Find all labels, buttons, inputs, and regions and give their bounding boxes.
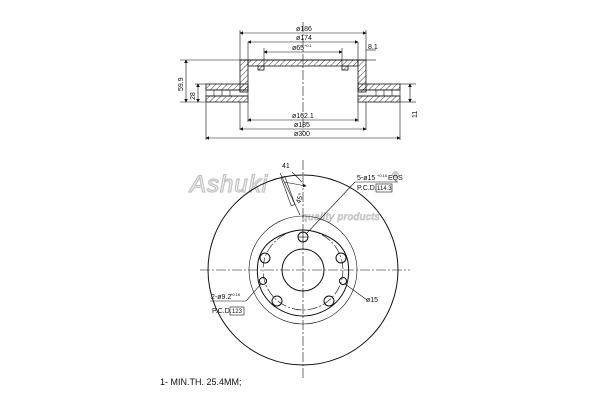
brand-watermark: Ashuki quality products ® xyxy=(187,170,399,224)
side-section-view: ø186 ø174 ø65 +0.1 8.1 59.9 28 11 xyxy=(178,22,419,140)
brand-registered-mark: ® xyxy=(392,170,399,180)
pilot-holes xyxy=(259,277,347,285)
brand-tagline: quality products xyxy=(302,212,380,223)
bolt-hole xyxy=(335,252,347,264)
pcd-value-bolts: 114.3 xyxy=(377,186,392,192)
bolt-holes-suffix: EQS xyxy=(388,175,403,182)
bolt-hole xyxy=(323,295,335,307)
dim-dia-174: ø174 xyxy=(296,35,312,42)
left-dimensions xyxy=(180,59,240,103)
vent-detail xyxy=(279,171,307,216)
dim-8-1: 8.1 xyxy=(368,44,378,51)
bolt-pcd-circle xyxy=(262,229,344,311)
bottom-dimensions xyxy=(205,102,401,140)
bolt-holes-callout xyxy=(305,181,398,235)
pilot-holes-tolerance: +0.16 xyxy=(230,292,241,297)
friction-inner-edge xyxy=(248,215,358,325)
dim-dia-65: ø65 xyxy=(292,45,304,52)
pcd-label-pilot: P.C.D. xyxy=(212,308,232,315)
dim-hole-15: ø15 xyxy=(366,297,378,304)
bolt-holes-label: 5-ø15 xyxy=(357,175,375,182)
dim-angle-41: 41 xyxy=(282,163,290,170)
dim-dia-65-tol: +0.1 xyxy=(304,43,313,48)
dim-dia-300: ø300 xyxy=(294,131,310,138)
dim-dia-186: ø186 xyxy=(296,26,312,33)
brand-logo-text: Ashuki xyxy=(188,171,268,198)
dim-dia-162-1: ø162.1 xyxy=(292,113,314,120)
dim-thickness-11: 11 xyxy=(412,111,419,118)
dim-vent-45: 45° xyxy=(294,192,305,205)
hole-15-leader xyxy=(344,283,368,301)
top-dimensions xyxy=(239,30,376,66)
footnote-min-thickness: 1- MIN.TH. 25.4MM; xyxy=(160,377,242,387)
pilot-holes-label: 2-ø9.2 xyxy=(211,294,231,301)
right-dimensions xyxy=(400,83,416,103)
friction-ring-left xyxy=(205,83,249,103)
pilot-holes-callout xyxy=(210,283,262,302)
friction-ring-right xyxy=(357,83,401,103)
pcd-label-bolts: P.C.D. xyxy=(357,185,377,192)
bolt-holes-tolerance: +0.16 xyxy=(377,173,388,178)
pilot-hole xyxy=(259,277,267,285)
pilot-hole xyxy=(339,277,347,285)
bolt-hole xyxy=(259,252,271,264)
dim-height-59-9: 59.9 xyxy=(178,77,185,91)
front-view: 41 45° 5-ø15 +0.16 EQS P.C.D. 114.3 2-ø9… xyxy=(200,160,410,378)
pcd-value-pilot: 123 xyxy=(232,309,243,315)
dim-height-28: 28 xyxy=(190,92,197,100)
center-bore xyxy=(281,248,325,292)
wheel-bolt-holes xyxy=(259,231,347,307)
pcd-value-pilot-box xyxy=(229,306,245,316)
disc-outer-edge xyxy=(207,174,399,366)
pcd-value-bolts-box xyxy=(375,183,393,193)
bolt-hole xyxy=(271,295,283,307)
dim-dia-185: ø185 xyxy=(294,122,310,129)
